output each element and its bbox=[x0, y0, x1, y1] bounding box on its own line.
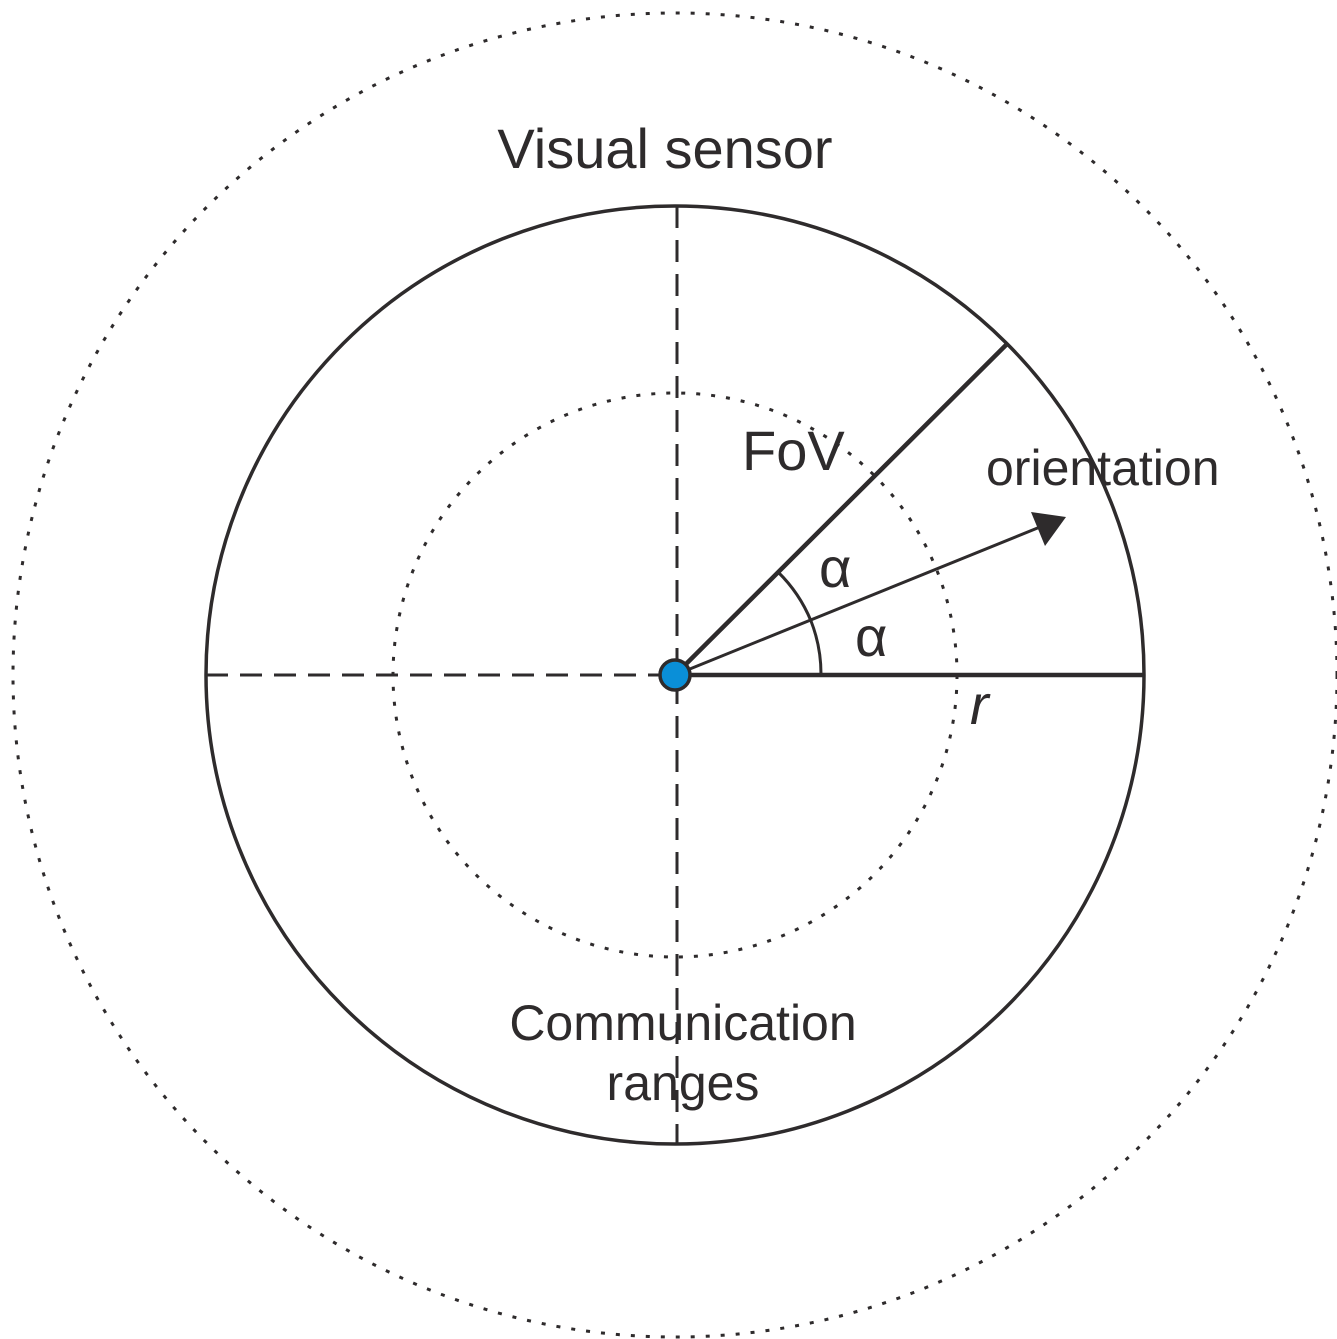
fov-label: FoV bbox=[742, 419, 845, 482]
angle-arc-alpha-upper bbox=[776, 570, 813, 622]
sensor-node bbox=[658, 658, 692, 692]
orientation-label: orientation bbox=[986, 440, 1220, 496]
fov-boundary-line bbox=[673, 343, 1008, 677]
communication-ranges-label-line1: Communication bbox=[509, 995, 856, 1051]
visual-sensor-label: Visual sensor bbox=[497, 117, 832, 180]
communication-ranges-label-line2: ranges bbox=[607, 1055, 760, 1111]
orientation-arrow-shaft bbox=[674, 525, 1041, 677]
radius-label: r bbox=[970, 673, 991, 736]
angle-arc-alpha-lower bbox=[809, 620, 823, 676]
orientation-arrowhead bbox=[1031, 512, 1066, 546]
alpha-upper-label: α bbox=[819, 536, 851, 599]
alpha-lower-label: α bbox=[855, 605, 887, 668]
